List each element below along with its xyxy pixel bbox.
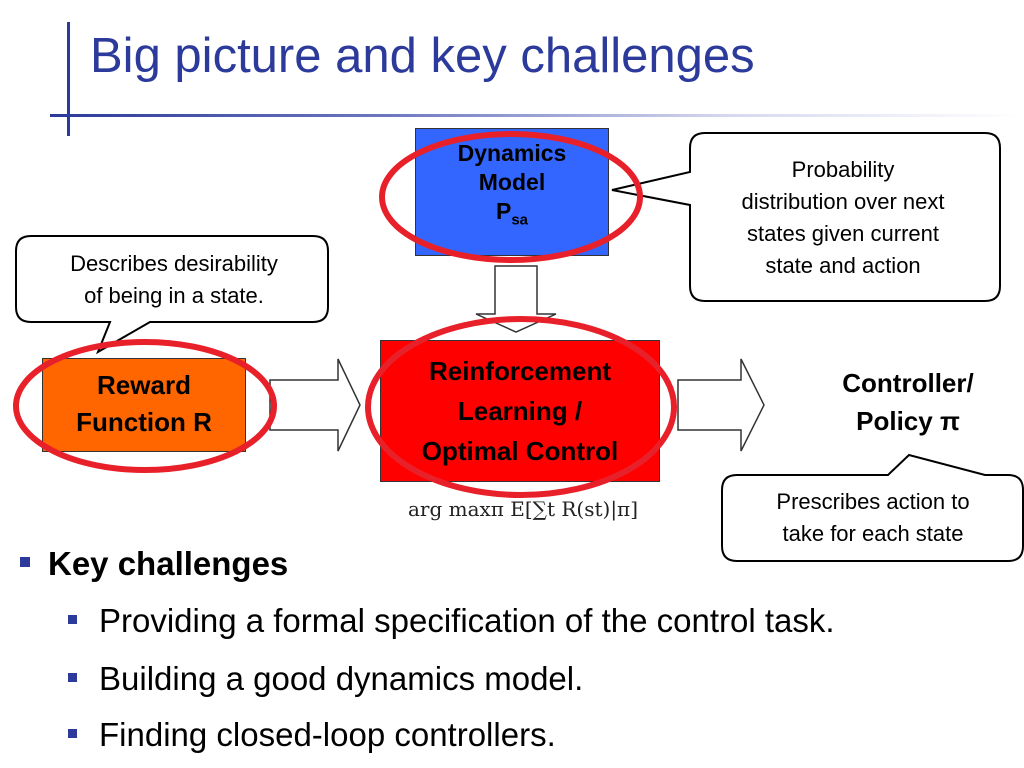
policy-callout-text: Prescribes action to take for each state bbox=[725, 486, 1021, 550]
dynamics-callout-line3: states given current bbox=[747, 221, 939, 246]
dynamics-callout-line4: state and action bbox=[765, 253, 921, 278]
title-horizontal-rule bbox=[50, 114, 1024, 117]
sub-bullet-1: Providing a formal specification of the … bbox=[68, 602, 835, 640]
reward-function-box: Reward Function R bbox=[42, 358, 246, 452]
rl-line3: Optimal Control bbox=[421, 436, 619, 466]
policy-line1: Controller/ bbox=[842, 368, 974, 398]
slide-title: Big picture and key challenges bbox=[90, 29, 755, 83]
bullet-square-icon bbox=[68, 729, 77, 738]
bullet-key-challenges: Key challenges bbox=[20, 545, 288, 583]
arrow-rl-to-policy bbox=[677, 358, 765, 452]
policy-callout-line1: Prescribes action to bbox=[776, 489, 970, 514]
reward-function-line2: Function R bbox=[76, 407, 212, 437]
sub-bullet-3: Finding closed-loop controllers. bbox=[68, 716, 556, 754]
dynamics-model-box: Dynamics Model Psa bbox=[415, 128, 609, 256]
dynamics-callout-bubble bbox=[611, 132, 1001, 302]
reward-callout-text: Describes desirability of being in a sta… bbox=[30, 248, 318, 312]
title-vertical-rule bbox=[67, 22, 70, 136]
rl-box: Reinforcement Learning / Optimal Control bbox=[380, 340, 660, 482]
sub-bullet-text-3: Finding closed-loop controllers. bbox=[99, 716, 556, 753]
dynamics-model-line1: Dynamics bbox=[457, 140, 567, 166]
reward-function-line1: Reward bbox=[97, 370, 191, 400]
arrow-reward-to-rl bbox=[269, 358, 361, 452]
rl-line2: Learning / bbox=[457, 396, 583, 426]
sub-bullet-text-1: Providing a formal specification of the … bbox=[99, 602, 835, 639]
sub-bullet-2: Building a good dynamics model. bbox=[68, 660, 583, 698]
bullet-square-icon bbox=[68, 673, 77, 682]
reward-callout-line1: Describes desirability bbox=[70, 251, 278, 276]
bullet-square-icon bbox=[68, 615, 77, 624]
dynamics-model-p: P bbox=[495, 198, 512, 224]
policy-line2: Policy π bbox=[856, 406, 960, 436]
dynamics-model-symbol: Psa bbox=[416, 197, 608, 235]
objective-formula: arg maxπ E[∑t R(st)|π] bbox=[407, 497, 639, 521]
policy-callout-line2: take for each state bbox=[782, 521, 964, 546]
rl-line1: Reinforcement bbox=[428, 356, 612, 386]
sub-bullet-text-2: Building a good dynamics model. bbox=[99, 660, 584, 697]
policy-callout-bubble bbox=[721, 453, 1024, 562]
dynamics-callout-line2: distribution over next bbox=[741, 189, 945, 214]
arrow-dynamics-to-rl bbox=[475, 265, 557, 333]
reward-callout-line2: of being in a state. bbox=[84, 283, 264, 308]
dynamics-model-line2: Model bbox=[478, 169, 546, 195]
dynamics-model-subscript: sa bbox=[511, 211, 529, 229]
dynamics-callout-line1: Probability bbox=[791, 157, 895, 182]
dynamics-callout-text: Probability distribution over next state… bbox=[690, 154, 996, 282]
policy-label: Controller/ Policy π bbox=[818, 364, 998, 440]
key-challenges-heading: Key challenges bbox=[48, 545, 289, 582]
reward-callout-bubble bbox=[15, 235, 329, 355]
bullet-square-icon bbox=[20, 557, 30, 567]
